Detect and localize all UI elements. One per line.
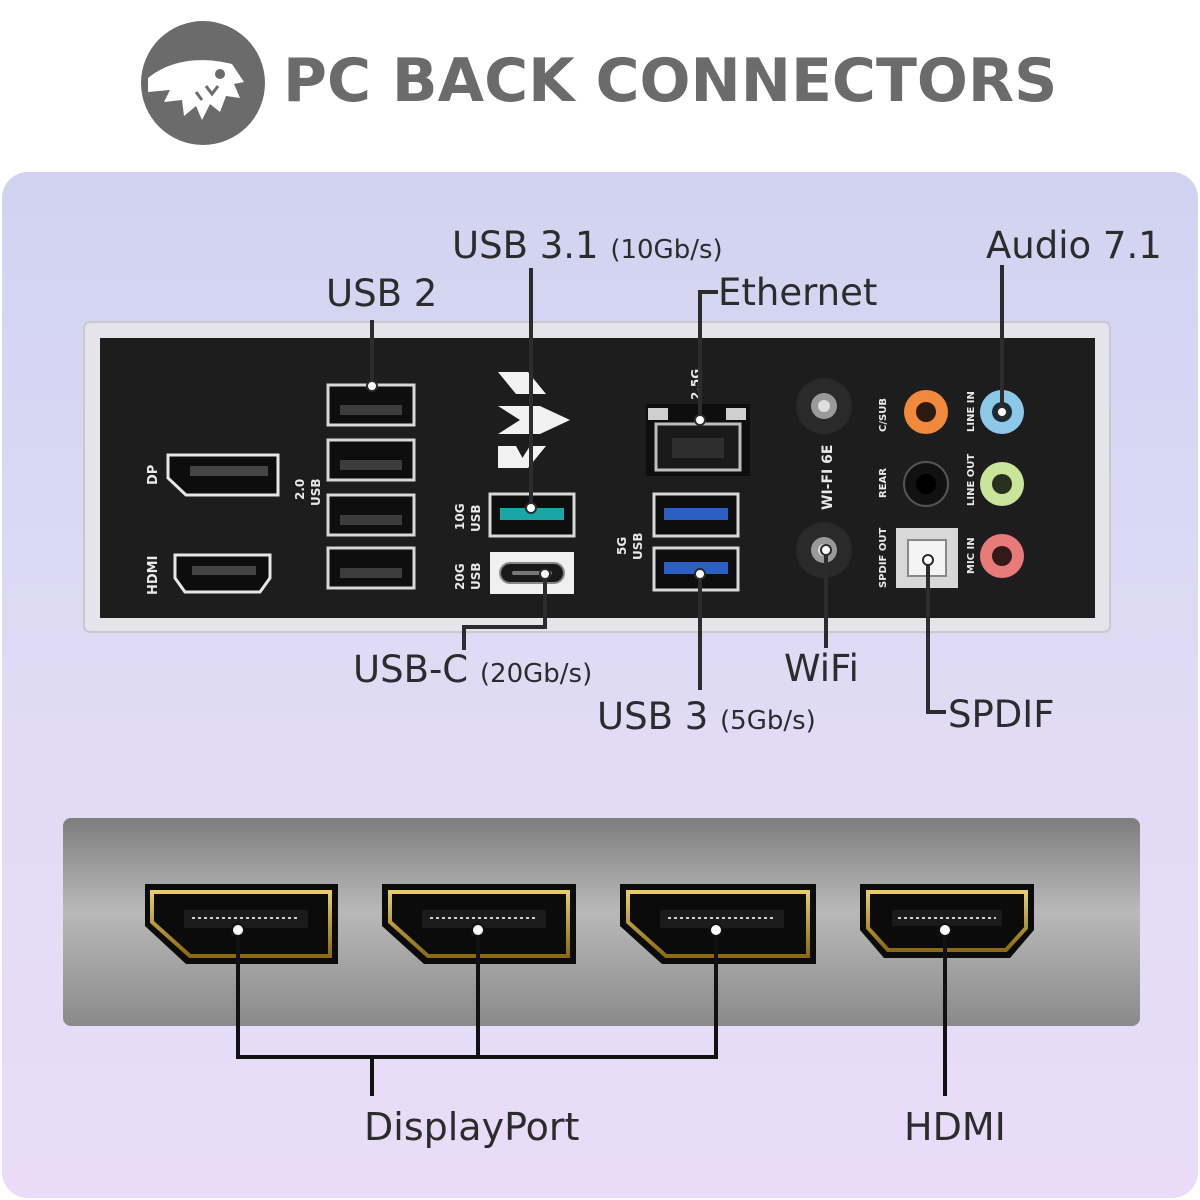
label-rear: REAR (878, 468, 889, 498)
leader-lines-bottom (236, 930, 947, 1096)
wifi-antenna-connectors: WI-FI 6E (796, 378, 852, 578)
dinosaur-logo-icon (141, 21, 265, 145)
leader-dots-top (366, 380, 1008, 580)
audio-jacks: C/SUB REAR SPDIF OUT LINE IN LINE OUT MI… (878, 390, 1024, 588)
label-displayport: DisplayPort (364, 1105, 579, 1149)
gpu-strip (63, 818, 1140, 1026)
label-spdif: SPDIF (948, 693, 1054, 736)
displayport-2 (382, 884, 576, 964)
label-hdmi: HDMI (904, 1105, 1006, 1149)
label-spdif-out: SPDIF OUT (878, 528, 889, 588)
label-20g-b: USB (469, 562, 483, 590)
ethernet-port: 2.5G (646, 369, 750, 476)
label-line-in: LINE IN (966, 391, 977, 432)
label-line-out: LINE OUT (966, 454, 977, 506)
label-dp-small: DP (146, 465, 161, 485)
label-mic-in: MIC IN (966, 537, 977, 574)
page-title: PC BACK CONNECTORS (283, 46, 1058, 116)
label-usb3: USB 3 (5Gb/s) (597, 695, 816, 738)
label-20g-a: 20G (453, 563, 467, 590)
leader-dots-bottom (231, 923, 952, 937)
label-csub: C/SUB (878, 398, 889, 432)
usb2-stack: 2.0 USB (293, 383, 416, 590)
label-usb20-b: USB (309, 478, 323, 506)
label-audio: Audio 7.1 (986, 224, 1162, 267)
label-wifi: WiFi (784, 647, 859, 690)
label-usb31: USB 3.1 (10Gb/s) (452, 224, 723, 267)
label-wifi6e: WI-FI 6E (820, 445, 836, 510)
label-usb20-a: 2.0 (293, 479, 307, 500)
hdmi-port-large (860, 884, 1034, 958)
header: PC BACK CONNECTORS (0, 0, 1200, 170)
label-usbc: USB-C (20Gb/s) (353, 648, 592, 691)
label-5g-b: USB (631, 532, 645, 560)
label-ethernet: Ethernet (718, 271, 877, 314)
leader-lines-top (370, 265, 1004, 714)
usb3-ports: 5G USB (615, 492, 740, 592)
label-5g-a: 5G (615, 537, 629, 555)
label-10g-b: USB (469, 504, 483, 532)
label-10g-a: 10G (453, 503, 467, 530)
label-usb2: USB 2 (326, 272, 437, 315)
hdmi-port-small: HDMI (146, 553, 272, 595)
dp-port-small: DP (146, 453, 280, 497)
label-hdmi-small: HDMI (146, 556, 161, 595)
